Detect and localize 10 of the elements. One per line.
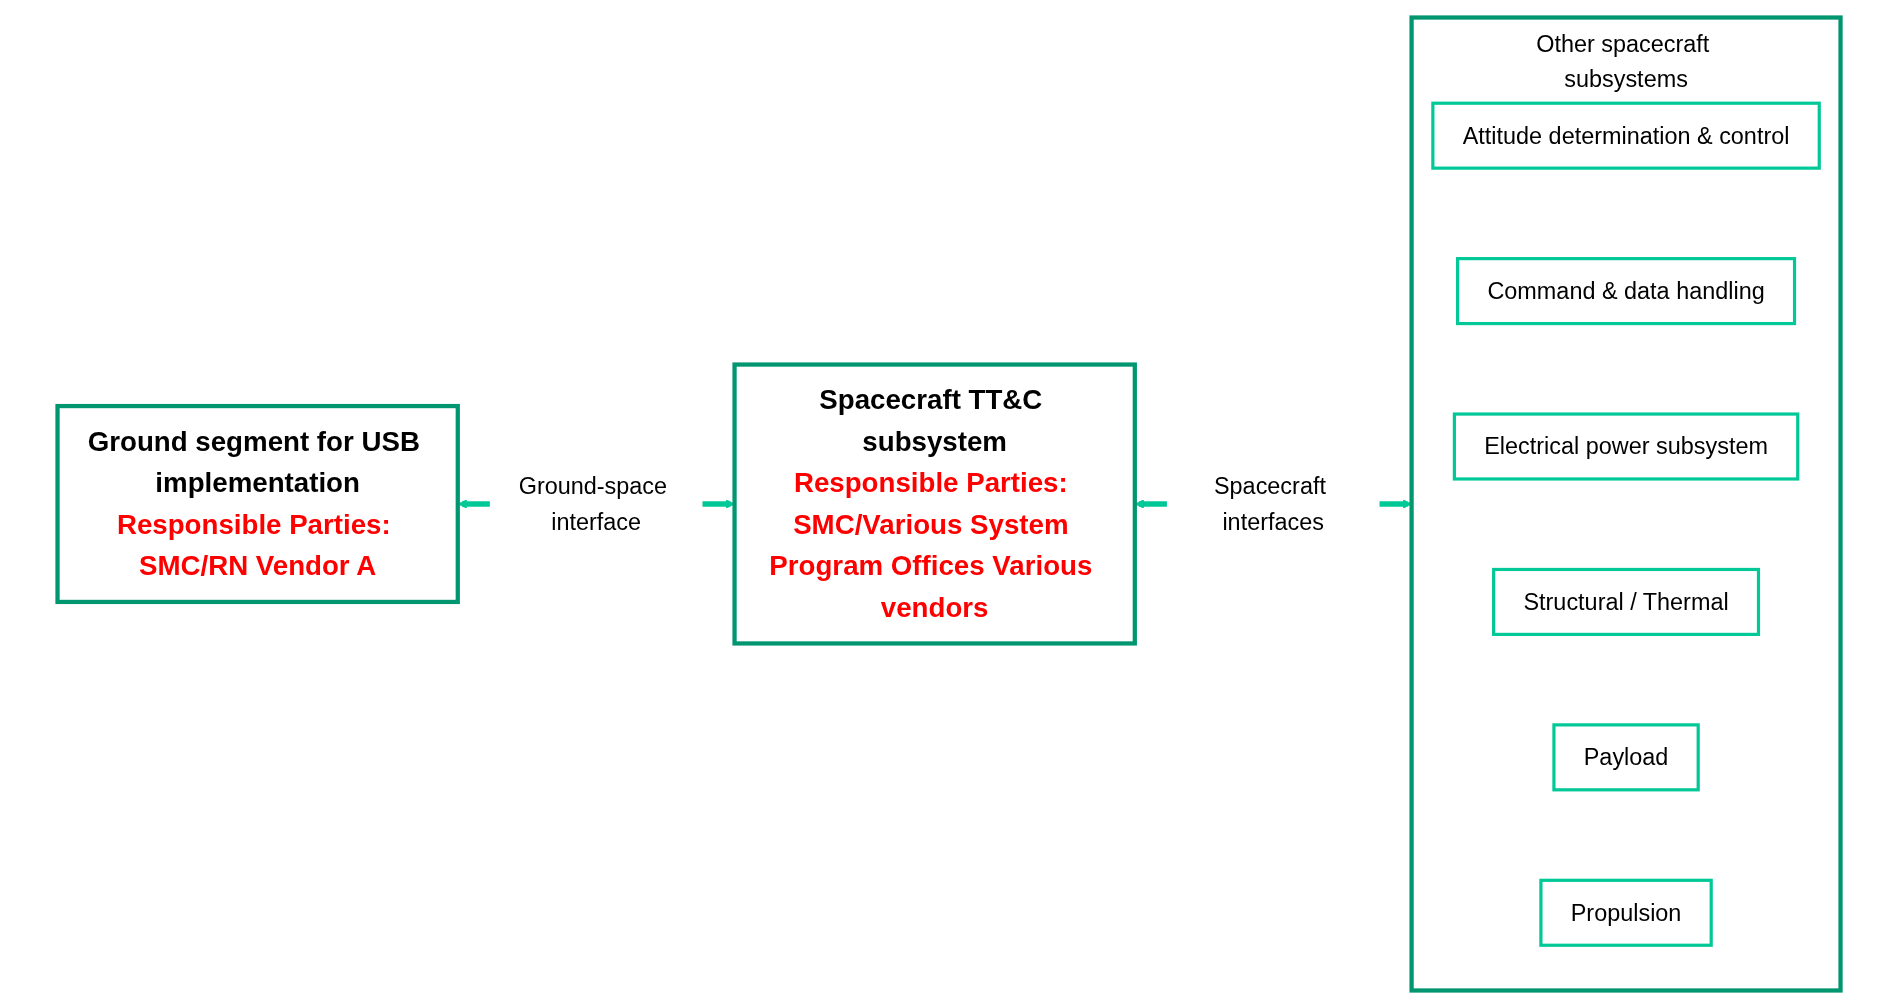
node-box: Spacecraft TT&C subsystem Responsible Parties: SMC/Various System Program Offices Various vendors [732, 362, 1137, 646]
node-box: Propulsion [1539, 878, 1713, 947]
node-box: Payload [1552, 723, 1700, 792]
edge-label: Spacecraft interfaces [1213, 473, 1326, 535]
edge-label: Ground-space interface [518, 473, 668, 535]
node-box: Electrical power subsystem [1452, 412, 1800, 481]
node-box: Command & data handling [1455, 257, 1797, 326]
node-box: Ground segment for USB implementation Responsible Parties: SMC/RN Vendor A [55, 403, 460, 605]
node-box: Structural / Thermal [1492, 567, 1761, 636]
node-box: Attitude determination & control [1431, 101, 1821, 170]
